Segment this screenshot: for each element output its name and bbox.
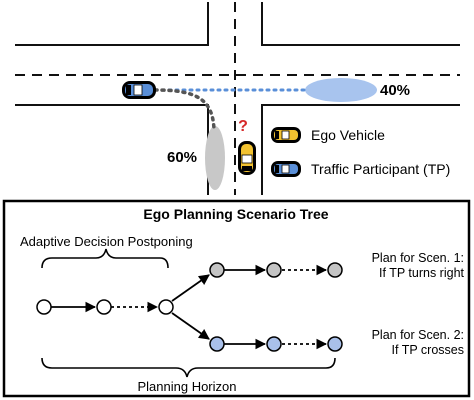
legend-ego-icon bbox=[271, 127, 301, 143]
prob-label-crossing: 40% bbox=[380, 82, 410, 99]
road-edge-bottom-right bbox=[261, 104, 460, 195]
node-root bbox=[36, 299, 52, 315]
road-edge-top-left bbox=[15, 2, 209, 46]
intersection-scene: ? 40% 60% Ego Vehicle Traffic Participan… bbox=[15, 2, 460, 195]
node-scen1-3 bbox=[327, 262, 343, 278]
road-edge-top-right bbox=[261, 2, 460, 46]
node-scen1-1 bbox=[209, 262, 225, 278]
scenario-tree-panel: Ego Planning Scenario Tree Adaptive Deci… bbox=[2, 199, 471, 398]
prob-label-turn: 60% bbox=[167, 149, 197, 166]
edge-branch-down bbox=[171, 312, 210, 340]
question-mark: ? bbox=[238, 118, 248, 135]
tree-edges bbox=[51, 264, 328, 350]
plan-scen1-line1: Plan for Scen. 1: bbox=[372, 251, 464, 265]
node-scen1-2 bbox=[266, 262, 282, 278]
legend-tp-label: Traffic Participant (TP) bbox=[311, 161, 450, 177]
prob-ellipse-turn bbox=[205, 126, 225, 190]
tree-nodes bbox=[36, 262, 343, 352]
node-scen2-2 bbox=[266, 336, 282, 352]
tree-panel-border bbox=[2, 199, 471, 398]
plan-scen2-line2: If TP crosses bbox=[392, 343, 464, 357]
plan-scen1-line2: If TP turns right bbox=[379, 266, 465, 280]
edge-branch-up bbox=[171, 274, 210, 302]
planning-horizon-brace bbox=[41, 357, 336, 378]
node-shared-1 bbox=[96, 299, 112, 315]
node-scen2-1 bbox=[209, 336, 225, 352]
tp-turn-path bbox=[153, 88, 216, 132]
node-shared-2 bbox=[158, 299, 174, 315]
traffic-participant-car bbox=[122, 81, 156, 99]
ego-vehicle-car bbox=[238, 141, 256, 175]
legend-tp-icon bbox=[271, 161, 301, 177]
plan-scen2-line1: Plan for Scen. 2: bbox=[372, 328, 464, 342]
legend: Ego Vehicle Traffic Participant (TP) bbox=[271, 127, 450, 177]
legend-ego-label: Ego Vehicle bbox=[311, 127, 385, 143]
adaptive-postponing-label: Adaptive Decision Postponing bbox=[20, 234, 193, 249]
tree-title: Ego Planning Scenario Tree bbox=[143, 206, 328, 222]
adaptive-postponing-brace bbox=[41, 248, 169, 269]
node-scen2-3 bbox=[327, 336, 343, 352]
planning-horizon-label: Planning Horizon bbox=[137, 379, 236, 394]
prob-ellipse-crossing bbox=[305, 78, 377, 102]
